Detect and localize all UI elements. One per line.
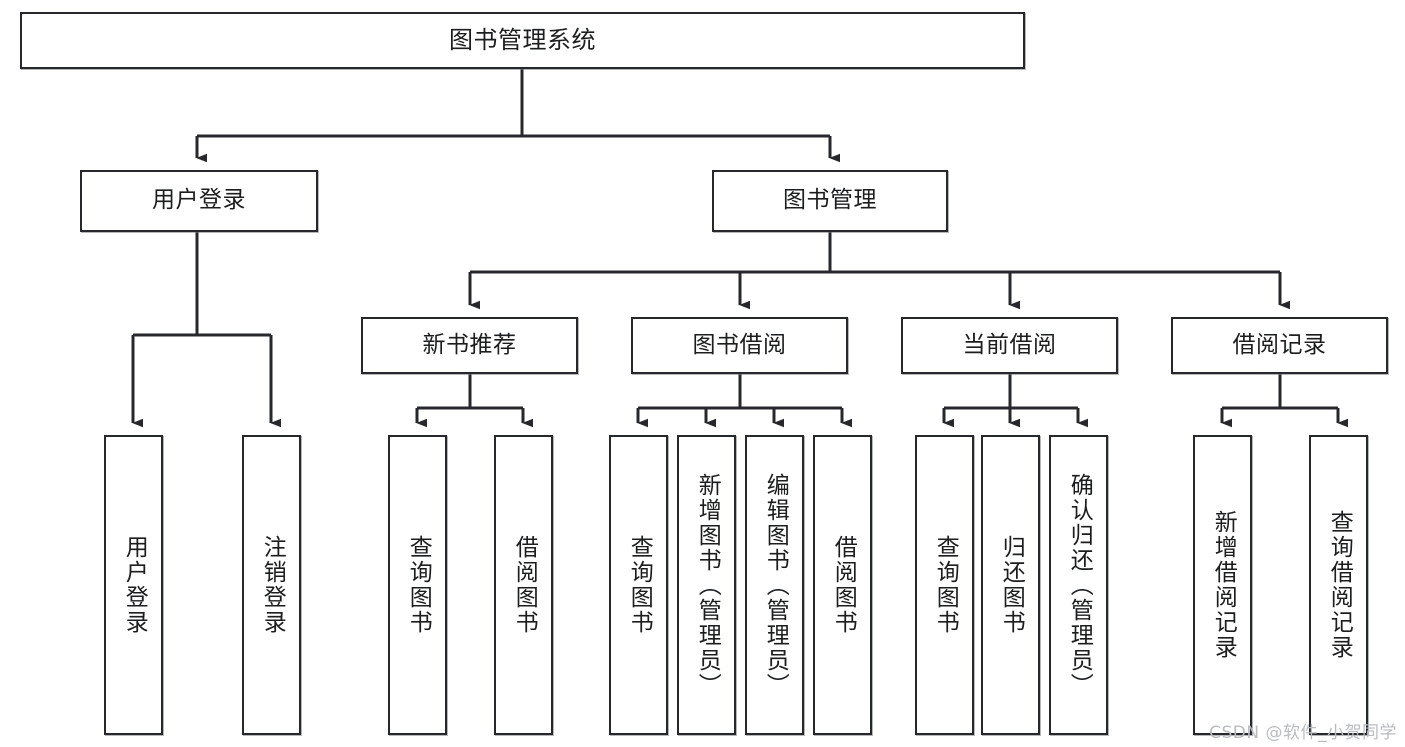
leaf-borrow-borrow-book[interactable]: 借阅图书 <box>813 435 872 735</box>
node-label: 注销登录 <box>259 535 286 635</box>
node-label: 图书管理系统 <box>449 26 596 55</box>
node-label: 查询图书 <box>626 535 653 635</box>
leaf-current-return-book[interactable]: 归还图书 <box>981 435 1040 735</box>
leaf-records-query-record[interactable]: 查询借阅记录 <box>1309 435 1368 735</box>
node-label: 查询图书 <box>405 535 432 635</box>
leaf-recommend-query-book[interactable]: 查询图书 <box>388 435 447 735</box>
node-label: 查询借阅记录 <box>1326 510 1353 660</box>
node-label: 用户登录 <box>121 535 148 635</box>
node-label: 图书借阅 <box>692 331 787 358</box>
node-new-book-recommend[interactable]: 新书推荐 <box>361 317 578 374</box>
leaf-borrow-query-book[interactable]: 查询图书 <box>609 435 668 735</box>
node-root-system[interactable]: 图书管理系统 <box>20 12 1025 69</box>
node-label: 新增借阅记录 <box>1210 510 1237 660</box>
leaf-records-add-record[interactable]: 新增借阅记录 <box>1193 435 1252 735</box>
node-label: 当前借阅 <box>962 331 1057 358</box>
leaf-current-query-book[interactable]: 查询图书 <box>915 435 974 735</box>
node-label: 用户登录 <box>152 187 246 214</box>
node-book-borrow[interactable]: 图书借阅 <box>631 317 848 374</box>
node-label: 借阅图书 <box>511 535 538 635</box>
node-label: 查询图书 <box>932 535 959 635</box>
node-current-borrow[interactable]: 当前借阅 <box>901 317 1118 374</box>
node-label: 借阅记录 <box>1232 331 1327 358</box>
node-label: 确认归还（管理员） <box>1066 472 1093 698</box>
leaf-borrow-edit-book-admin[interactable]: 编辑图书（管理员） <box>745 435 804 735</box>
node-book-management[interactable]: 图书管理 <box>712 170 948 232</box>
leaf-recommend-borrow-book[interactable]: 借阅图书 <box>494 435 553 735</box>
node-label: 新书推荐 <box>422 331 517 358</box>
leaf-borrow-add-book-admin[interactable]: 新增图书（管理员） <box>677 435 736 735</box>
leaf-user-login[interactable]: 用户登录 <box>104 435 163 735</box>
csdn-watermark: CSDN @软件_小贺同学 <box>1209 723 1397 743</box>
node-label: 图书管理 <box>783 187 877 214</box>
leaf-current-confirm-return-admin[interactable]: 确认归还（管理员） <box>1049 435 1108 735</box>
node-label: 归还图书 <box>998 535 1025 635</box>
node-label: 编辑图书（管理员） <box>762 472 789 698</box>
node-borrow-records[interactable]: 借阅记录 <box>1171 317 1388 374</box>
node-label: 借阅图书 <box>830 535 857 635</box>
node-label: 新增图书（管理员） <box>694 472 721 698</box>
leaf-user-logout[interactable]: 注销登录 <box>242 435 301 735</box>
node-user-login[interactable]: 用户登录 <box>80 170 318 232</box>
